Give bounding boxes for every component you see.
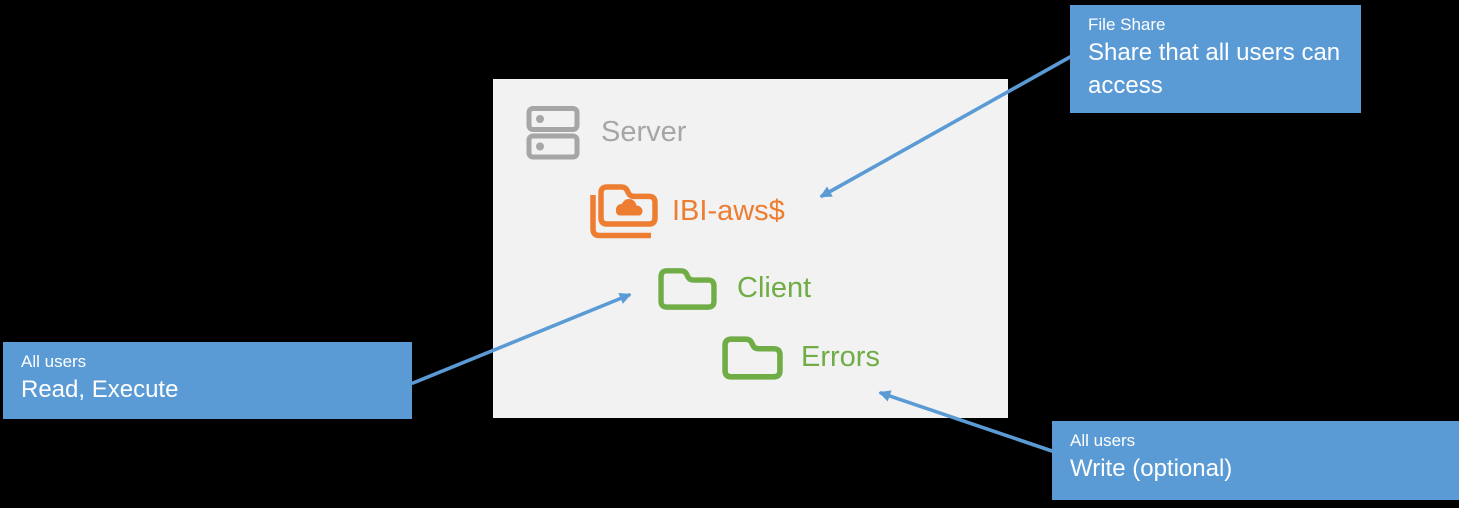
errors-folder-row: Errors [721, 332, 880, 383]
server-row: Server [526, 105, 686, 160]
errors-folder-label: Errors [801, 341, 880, 373]
folder-icon [722, 336, 783, 380]
callout-file-share: File Share Share that all users can acce… [1070, 5, 1361, 113]
callout-read-execute-body: Read, Execute [21, 376, 179, 403]
callout-file-share-body: Share that all users can access [1088, 39, 1341, 99]
callout-write-optional-title: All users [1070, 431, 1136, 450]
callout-write-optional: All users Write (optional) [1052, 421, 1459, 500]
file-share-label: IBI-aws$ [672, 194, 785, 227]
client-folder-row: Client [657, 264, 811, 313]
shared-cloud-folder-icon [590, 184, 658, 239]
folder-icon [658, 268, 717, 310]
callout-read-execute-title: All users [21, 352, 87, 371]
callout-write-optional-body: Write (optional) [1070, 455, 1233, 482]
file-share-row: IBI-aws$ [589, 179, 785, 243]
server-panel: Server IBI-aws$ C [493, 79, 1008, 418]
callout-file-share-title: File Share [1088, 15, 1166, 34]
client-folder-label: Client [737, 272, 812, 304]
callout-read-execute: All users Read, Execute [3, 342, 412, 419]
server-icon [526, 106, 580, 160]
server-label: Server [601, 116, 687, 148]
